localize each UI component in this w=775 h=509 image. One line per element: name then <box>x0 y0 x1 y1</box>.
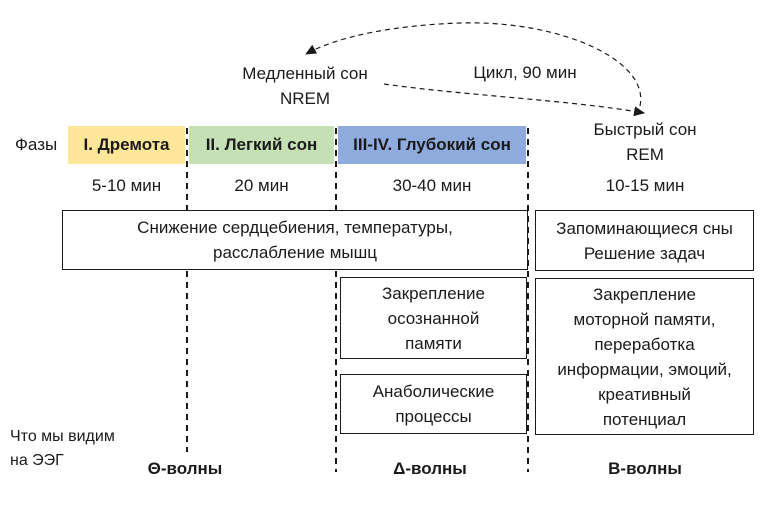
duration-deep-sleep: 30-40 мин <box>392 176 472 195</box>
rem-memory-line5: креативный <box>598 384 691 404</box>
nrem-common-effects-box: Снижение сердцебиения, температуры, расс… <box>62 210 528 270</box>
rem-dreams-line2: Решение задач <box>583 243 706 263</box>
anabolic-line1: Анаболические <box>372 382 495 401</box>
phase-drowsiness-label: I. Дремота <box>83 135 170 154</box>
eeg-label-line2: на ЭЭГ <box>10 452 64 469</box>
eeg-label-line1: Что мы видим <box>10 428 115 445</box>
rem-label-line1: Быстрый сон <box>593 120 697 139</box>
nrem-common-line1: Снижение сердцебиения, температуры, <box>137 218 453 237</box>
rem-memory-line6: потенциал <box>602 409 687 429</box>
rem-memory-line2: моторной памяти, <box>573 309 716 329</box>
rem-label: Быстрый сон REM <box>565 117 725 167</box>
duration-rem: 10-15 мин <box>605 176 685 195</box>
duration-drowsiness: 5-10 мин <box>91 176 162 195</box>
rem-label-line2: REM <box>626 145 664 164</box>
nrem-common-line2: расслабление мышц <box>213 243 377 262</box>
deep-memory-box: Закрепление осознанной памяти <box>340 277 527 359</box>
nrem-label: Медленный сон NREM <box>220 61 390 111</box>
rem-dreams-box: Запоминающиеся сны Решение задач <box>535 210 754 271</box>
anabolic-box: Анаболические процессы <box>340 374 527 434</box>
phase-light-sleep: II. Легкий сон <box>189 126 334 164</box>
rem-dreams-line1: Запоминающиеся сны <box>556 218 733 238</box>
phases-label: Фазы <box>15 135 58 154</box>
theta-waves: Θ-волны <box>147 459 223 478</box>
anabolic-line2: процессы <box>395 407 472 426</box>
rem-memory-line4: информации, эмоций, <box>557 359 732 379</box>
rem-memory-line3: переработка <box>594 334 695 354</box>
deep-memory-line1: Закрепление <box>382 283 485 303</box>
nrem-label-line2: NREM <box>279 89 331 108</box>
nrem-label-line1: Медленный сон <box>242 64 368 83</box>
rem-memory-box: Закрепление моторной памяти, переработка… <box>535 278 754 435</box>
deep-memory-line2: осознанной <box>387 308 480 328</box>
beta-waves: В-волны <box>608 459 682 478</box>
delta-waves: Δ-волны <box>393 459 467 478</box>
eeg-label: Что мы видим на ЭЭГ <box>10 425 115 473</box>
cycle-label: Цикл, 90 мин <box>473 63 577 82</box>
phase-drowsiness: I. Дремота <box>68 126 185 164</box>
phase-deep-sleep-label: III-IV. Глубокий сон <box>353 135 511 154</box>
duration-light-sleep: 20 мин <box>234 176 289 195</box>
cycle-arrow-to-rem <box>383 83 645 117</box>
rem-memory-line1: Закрепление <box>593 284 696 304</box>
deep-memory-line3: памяти <box>405 333 462 353</box>
phase-deep-sleep: III-IV. Глубокий сон <box>338 126 526 164</box>
phase-light-sleep-label: II. Легкий сон <box>205 135 318 154</box>
